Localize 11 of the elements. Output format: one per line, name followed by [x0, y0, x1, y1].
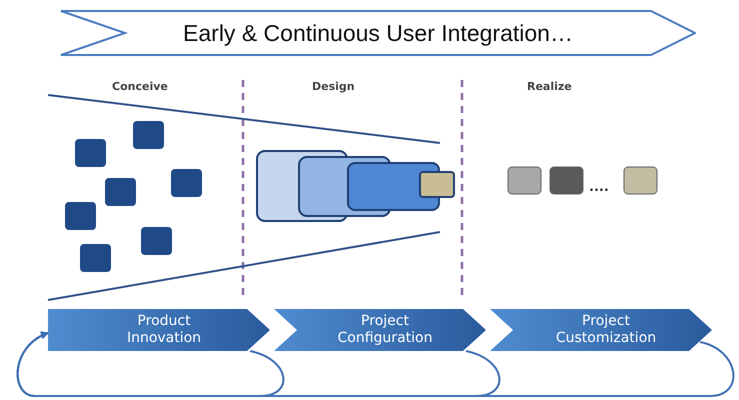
ellipsis-text: ....: [589, 180, 609, 195]
banner-arrow: [60, 10, 696, 56]
banner-title: Early & Continuous User Integration…: [183, 20, 573, 46]
phase-label: Conceive: [112, 80, 168, 93]
chevron-step: [48, 309, 270, 351]
feedback-arrow: [16, 332, 734, 397]
phase-label: Design: [312, 80, 355, 93]
step-label: Product Innovation: [126, 313, 202, 347]
step-label: Project Customization: [554, 313, 658, 347]
step-label: Project Configuration: [336, 313, 434, 347]
phase-label: Realize: [527, 80, 572, 93]
